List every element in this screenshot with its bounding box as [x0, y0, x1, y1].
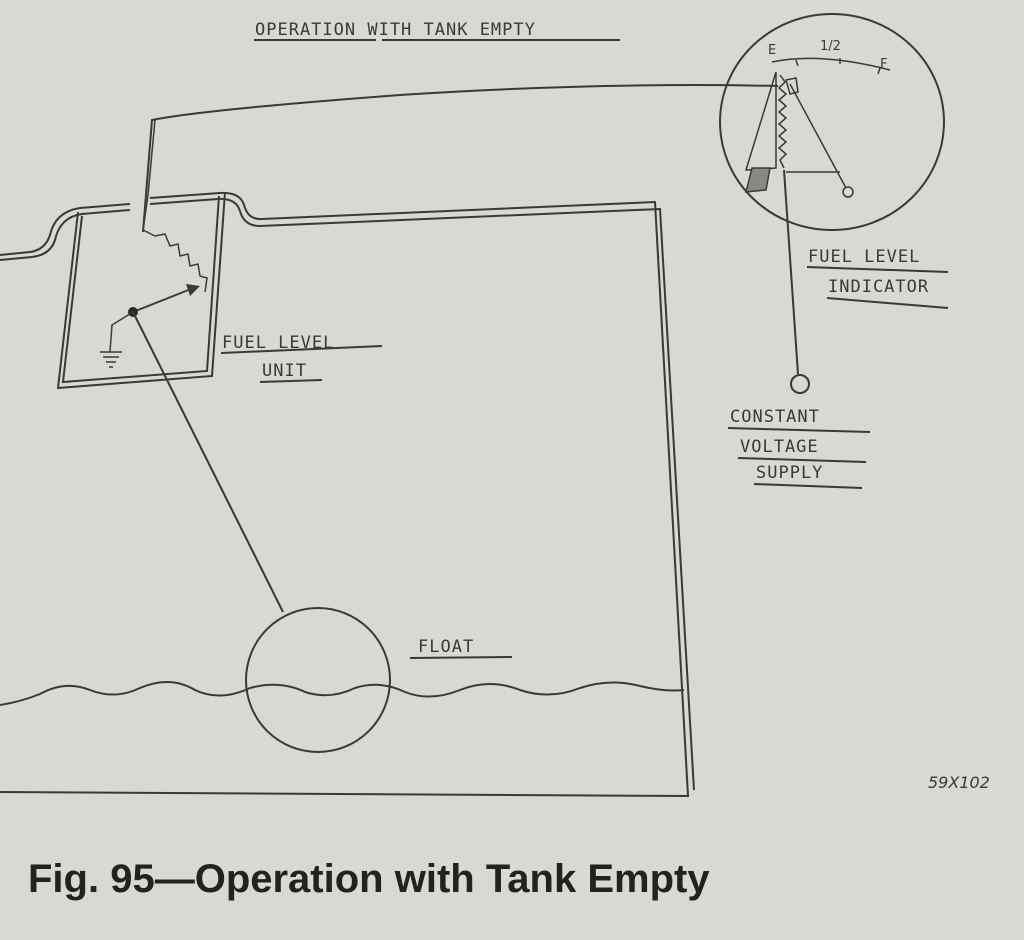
- indicator-label-line1: FUEL LEVEL: [808, 247, 920, 267]
- fuel-level-unit-rheostat: [100, 119, 208, 368]
- bimetal-heater: [745, 167, 771, 193]
- supply-label-line1: CONSTANT: [730, 407, 820, 427]
- gauge-mark-empty: E: [768, 43, 776, 58]
- gauge-mark-full: F: [880, 57, 887, 72]
- indicator-label-line2: INDICATOR: [828, 277, 929, 297]
- figure-caption: Fig. 95—Operation with Tank Empty: [28, 857, 710, 901]
- float-arm: [132, 311, 284, 613]
- float-label: FLOAT: [418, 637, 474, 657]
- fuel-level-indicator-gauge: E 1/2 F: [719, 13, 945, 231]
- fuel-tank: [0, 191, 695, 798]
- connecting-wire: [142, 84, 779, 233]
- supply-label-line2: VOLTAGE: [740, 437, 819, 457]
- unit-label-line1: FUEL LEVEL: [222, 333, 334, 353]
- wiper-arrow: [186, 284, 200, 296]
- supply-wire: [783, 169, 799, 375]
- diagram-title: OPERATION WITH TANK EMPTY: [255, 20, 536, 40]
- fuel-level-unit-housing: [56, 191, 226, 390]
- needle-pointer: [785, 77, 799, 95]
- gauge-mark-half: 1/2: [820, 39, 841, 54]
- rheostat-wiper-arm: [132, 286, 197, 313]
- float: [245, 607, 391, 753]
- gauge-needle: [789, 83, 847, 189]
- supply-label-line3: SUPPLY: [756, 463, 823, 483]
- supply-terminal: [790, 374, 810, 394]
- reference-number: 59X102: [928, 773, 990, 792]
- unit-label-line2: UNIT: [262, 361, 307, 381]
- fuel-surface: [0, 681, 685, 706]
